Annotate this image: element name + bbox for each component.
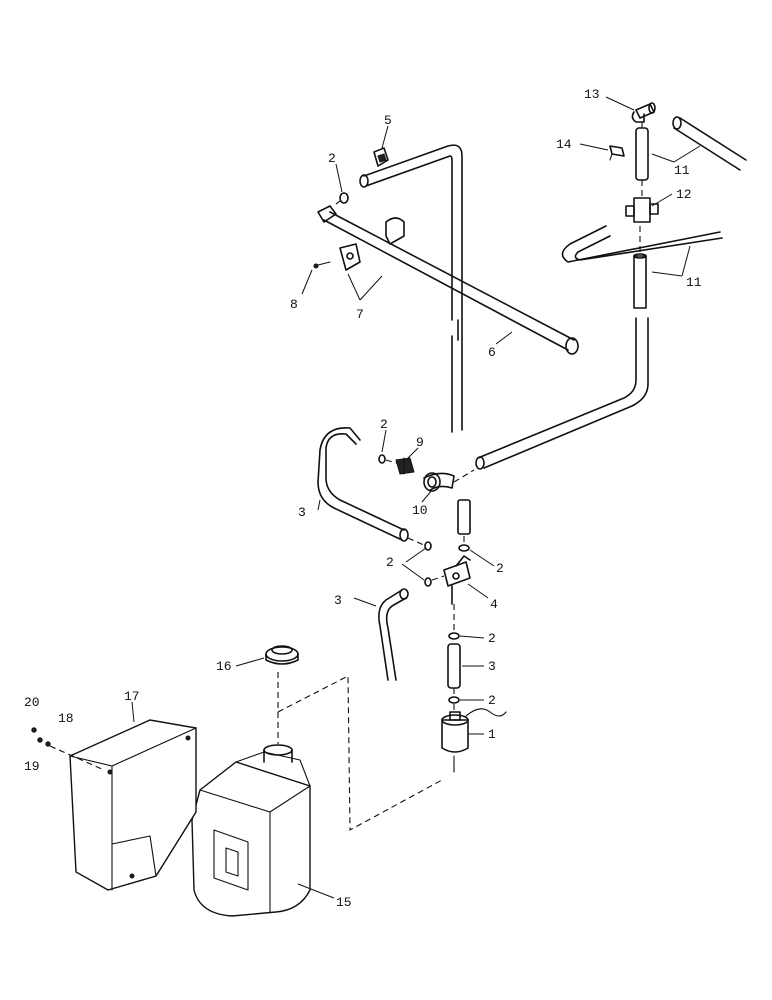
hose-3-loop — [317, 427, 409, 542]
washer-2-top — [339, 192, 349, 204]
fitting-9 — [395, 457, 415, 475]
clamp-bracket-top — [385, 217, 405, 245]
u-tube — [359, 144, 463, 433]
washer-2-left-upper — [424, 541, 432, 551]
elbow-fitting-10 — [423, 472, 455, 492]
callout-6: 6 — [488, 345, 496, 360]
callout-2-pump-top: 2 — [488, 631, 496, 646]
clip-14 — [609, 145, 625, 161]
hose-11-loop — [561, 225, 723, 263]
short-hose-vertical-mid — [457, 499, 471, 535]
callout-labels: 13 14 11 12 11 5 2 8 7 6 2 9 10 3 2 2 4 … — [24, 87, 702, 910]
callout-2-left: 2 — [386, 555, 394, 570]
cap-16 — [265, 645, 299, 665]
callout-3-short: 3 — [488, 659, 496, 674]
washer-2-pump-bottom — [448, 696, 460, 704]
callout-9: 9 — [416, 435, 424, 450]
callout-18: 18 — [58, 711, 74, 726]
screw-8 — [313, 261, 331, 269]
clip-5 — [373, 147, 389, 167]
washer-2-mid — [378, 454, 386, 464]
shroud-17 — [69, 719, 197, 891]
callout-2-right: 2 — [496, 561, 504, 576]
hose-11-vertical — [633, 226, 647, 309]
tank-15 — [191, 744, 311, 917]
hose-3-lower — [378, 588, 409, 681]
callout-11-upper: 11 — [674, 163, 690, 178]
callout-5: 5 — [384, 113, 392, 128]
washer-2-right — [458, 544, 470, 552]
callout-10: 10 — [412, 503, 428, 518]
hose-6 — [317, 205, 579, 355]
tee-fitting-12 — [625, 197, 659, 223]
screws-18-19-20 — [31, 727, 105, 771]
callout-4: 4 — [490, 597, 498, 612]
washer-2-pump-top — [448, 632, 460, 640]
callout-3-loop: 3 — [298, 505, 306, 520]
callout-16: 16 — [216, 659, 232, 674]
callout-20: 20 — [24, 695, 40, 710]
callout-8: 8 — [290, 297, 298, 312]
callout-14: 14 — [556, 137, 572, 152]
callout-19: 19 — [24, 759, 40, 774]
pump-1 — [441, 708, 507, 773]
short-hose-vertical-upper — [635, 127, 649, 181]
callout-2-mid: 2 — [380, 417, 388, 432]
callout-15: 15 — [336, 895, 352, 910]
callout-12: 12 — [676, 187, 692, 202]
leader-lines — [131, 96, 701, 899]
washer-2-left-lower — [424, 577, 432, 587]
callout-7: 7 — [356, 307, 364, 322]
callout-2-pump-bottom: 2 — [488, 693, 496, 708]
callout-13: 13 — [584, 87, 600, 102]
callout-11-lower: 11 — [686, 275, 702, 290]
callout-17: 17 — [124, 689, 140, 704]
callout-2-top: 2 — [328, 151, 336, 166]
clamp-7 — [339, 243, 361, 271]
hose-11-upper — [672, 116, 747, 171]
callout-3-lower: 3 — [334, 593, 342, 608]
hose-long-bend — [475, 317, 649, 470]
callout-1: 1 — [488, 727, 496, 742]
elbow-fitting-13 — [631, 102, 656, 123]
hose-3-short — [447, 643, 461, 689]
valve-4 — [443, 555, 471, 605]
